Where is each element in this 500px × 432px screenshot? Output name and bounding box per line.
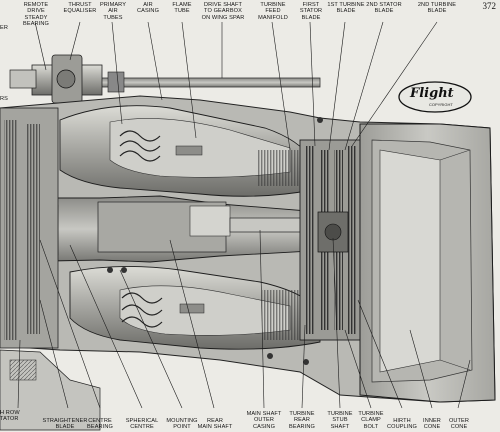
drive-shaft: [9, 54, 321, 104]
logo-name: Flight: [410, 86, 454, 101]
lower-combustion-chamber: [69, 265, 321, 350]
label-main-shaft-outer-casing: MAIN SHAFT OUTER CASING: [246, 411, 282, 430]
label-hirth-coupling: HIRTH COUPLING: [386, 418, 418, 431]
leader-lines-top: [34, 21, 438, 151]
label-air-casing: AIR CASING: [136, 2, 160, 15]
label-turbine-stub-shaft: TURBINE STUB SHAFT: [327, 411, 353, 430]
label-thrust-equaliser: THRUST EQUALISER: [63, 2, 97, 15]
label-straightener-blade: STRAIGHTENER BLADE: [42, 418, 88, 431]
label-turbine-rear-bearing: TURBINE REAR BEARING: [289, 411, 315, 430]
label-first-stator-blade: FIRST STATOR BLADE: [299, 2, 323, 21]
label-rear-main-shaft: REAR MAIN SHAFT: [197, 418, 233, 431]
label-outer-cone: OUTER CONE: [448, 418, 470, 431]
label-flame-tube: FLAME TUBE: [172, 2, 192, 15]
compressor-front: [0, 107, 101, 431]
bolts: [107, 117, 323, 365]
leader-lines-bottom: [17, 229, 471, 409]
label-mounting-point: MOUNTING POINT: [166, 418, 198, 431]
label-2nd-turbine-blade: 2ND TURBINE BLADE: [417, 2, 457, 15]
label-remote-drive-steady-bearing: REMOTE DRIVE STEADY BEARING: [23, 2, 49, 28]
label-primary-air-tubes: PRIMARY AIR TUBES: [99, 2, 127, 21]
exhaust-cones: [359, 123, 496, 403]
label-drive-shaft-to-gearbox: DRIVE SHAFT TO GEARBOX ON WING SPAR: [201, 2, 245, 21]
label-spherical-centre: SPHERICAL CENTRE: [125, 418, 159, 431]
upper-combustion-chamber: [59, 105, 313, 197]
label-2nd-stator-blade: 2ND STATOR BLADE: [366, 2, 402, 15]
logo-copyright: COPYRIGHT: [429, 102, 453, 107]
label-stator-row: H ROW TATOR: [0, 410, 20, 423]
flight-logo: Flight COPYRIGHT: [397, 80, 473, 114]
label-turbine-clamp-bolt: TURBINE CLAMP BOLT: [358, 411, 384, 430]
central-shaft: [0, 195, 341, 263]
label-left-clipped-2: RS: [0, 96, 8, 102]
label-turbine-feed-manifold: TURBINE FEED MANIFOLD: [258, 2, 288, 21]
page-number: 372: [482, 1, 497, 11]
label-1st-turbine-blade: 1ST TURBINE BLADE: [327, 2, 365, 15]
label-centre-bearing: CENTRE BEARING: [87, 418, 113, 431]
label-left-clipped-1: ER: [0, 25, 8, 31]
label-inner-cone: INNER CONE: [423, 418, 441, 431]
logo-oval-icon: [398, 81, 472, 113]
turbine-section: [299, 139, 361, 341]
